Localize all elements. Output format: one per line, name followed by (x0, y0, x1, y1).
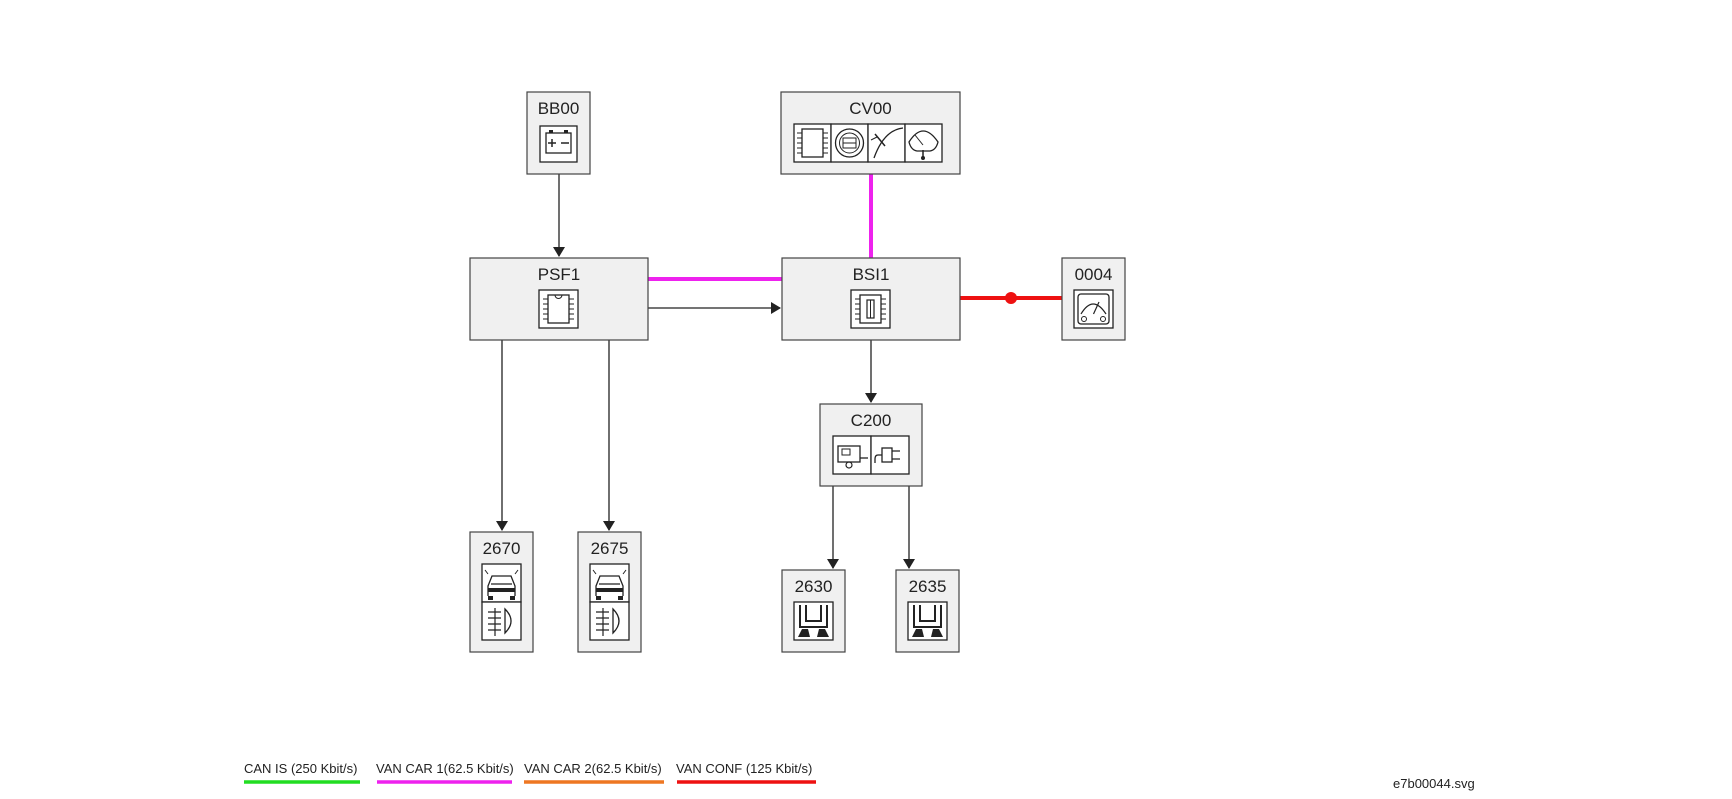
legend-label: CAN IS (250 Kbit/s) (244, 761, 357, 776)
legend-label: VAN CAR 2(62.5 Kbit/s) (524, 761, 662, 776)
fuse-chip-icon (850, 289, 891, 329)
trailer-light-icon (793, 601, 834, 641)
node-0004-label: 0004 (1075, 265, 1113, 284)
node-c200-label: C200 (851, 411, 892, 430)
node-bb00[interactable]: BB00 (526, 91, 591, 175)
node-2670[interactable]: 2670 (469, 531, 534, 653)
file-name-label: e7b00044.svg (1393, 776, 1475, 791)
trailer-icon (832, 435, 872, 475)
node-bsi1[interactable]: BSI1 (781, 257, 961, 341)
node-2675-label: 2675 (591, 539, 629, 558)
chip-icon (793, 123, 832, 163)
legend-item-van-car-2: VAN CAR 2(62.5 Kbit/s) (524, 761, 664, 784)
node-0004[interactable]: 0004 (1061, 257, 1126, 341)
bus-junction-dot (1005, 292, 1017, 304)
node-2630[interactable]: 2630 (781, 569, 846, 653)
fog-light-icon (589, 601, 630, 641)
node-bb00-label: BB00 (538, 99, 580, 118)
legend-label: VAN CONF (125 Kbit/s) (676, 761, 812, 776)
legend-item-van-car-1: VAN CAR 1(62.5 Kbit/s) (376, 761, 514, 784)
car-front-icon (481, 563, 522, 603)
electric-plug-icon (870, 435, 910, 475)
gauge-icon (904, 123, 943, 163)
node-2670-label: 2670 (483, 539, 521, 558)
node-cv00-label: CV00 (849, 99, 892, 118)
wiper-icon (867, 123, 906, 163)
legend-item-can-is: CAN IS (250 Kbit/s) (244, 761, 360, 784)
legend-item-van-conf: VAN CONF (125 Kbit/s) (676, 761, 816, 784)
trailer-light-icon (907, 601, 948, 641)
chip-icon (538, 289, 579, 329)
dashboard-gauge-icon (1073, 289, 1114, 329)
radio-dial-icon (830, 123, 869, 163)
node-cv00[interactable]: CV00 (780, 91, 961, 175)
connections (496, 174, 1062, 569)
node-2630-label: 2630 (795, 577, 833, 596)
node-2675[interactable]: 2675 (577, 531, 642, 653)
node-psf1[interactable]: PSF1 (469, 257, 649, 341)
node-2635[interactable]: 2635 (895, 569, 960, 653)
car-front-icon (589, 563, 630, 603)
legend: CAN IS (250 Kbit/s) VAN CAR 1(62.5 Kbit/… (244, 761, 816, 784)
node-2635-label: 2635 (909, 577, 947, 596)
node-psf1-label: PSF1 (538, 265, 581, 284)
legend-label: VAN CAR 1(62.5 Kbit/s) (376, 761, 514, 776)
battery-icon (539, 125, 578, 163)
fog-light-icon (481, 601, 522, 641)
node-c200[interactable]: C200 (819, 403, 923, 487)
node-bsi1-label: BSI1 (853, 265, 890, 284)
